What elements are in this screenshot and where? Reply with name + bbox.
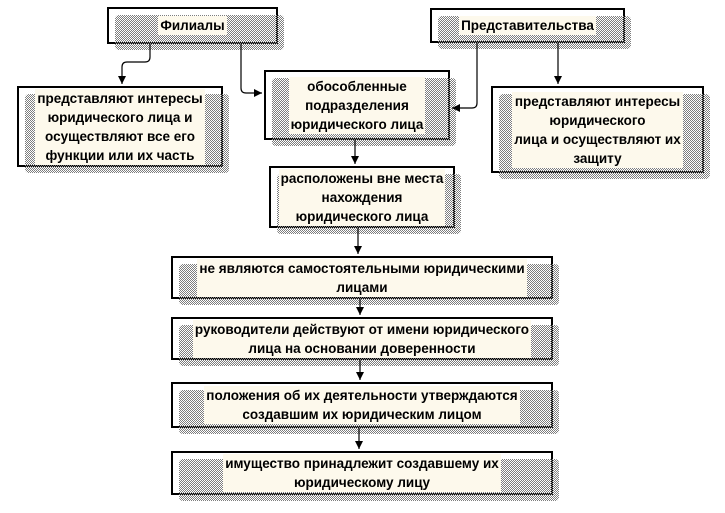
node-located-outside: расположены вне места нахождения юридиче… xyxy=(269,166,461,234)
connector-branches-to-subdivisions xyxy=(240,44,262,97)
node-property-belongs-label: имущество принадлежит создавшему их юрид… xyxy=(223,454,501,492)
node-representations: Представительства xyxy=(430,8,631,49)
node-property-belongs: имущество принадлежит создавшему их юрид… xyxy=(171,451,559,501)
node-separate-subdivisions: обособленные подразделения юридического … xyxy=(264,70,456,146)
node-branches: Филиалы xyxy=(107,7,284,50)
node-regulations-approved-label: положения об их деятельности утверждаютс… xyxy=(204,386,520,424)
node-heads-power-of-attorney: руководители действуют от имени юридичес… xyxy=(171,317,559,366)
node-regulations-approved: положения об их деятельности утверждаютс… xyxy=(171,382,559,434)
node-separate-subdivisions-label: обособленные подразделения юридического … xyxy=(288,76,426,134)
node-heads-power-of-attorney-label: руководители действуют от имени юридичес… xyxy=(192,319,532,358)
connector-branches-to-branch-functions xyxy=(118,44,151,84)
node-located-outside-label: расположены вне места нахождения юридиче… xyxy=(278,168,446,226)
node-representation-protection: представляют интересы юридического лица … xyxy=(491,86,710,179)
node-not-independent-label: не являются самостоятельными юридическим… xyxy=(197,258,527,297)
node-branch-functions: представляют интересы юридического лица … xyxy=(17,86,229,173)
node-not-independent: не являются самостоятельными юридическим… xyxy=(171,256,559,305)
node-branch-functions-label: представляют интересы юридического лица … xyxy=(35,88,205,165)
node-representation-protection-label: представляют интересы юридического лица … xyxy=(512,91,683,168)
node-branches-label: Филиалы xyxy=(158,16,227,35)
node-representations-label: Представительства xyxy=(459,16,596,35)
